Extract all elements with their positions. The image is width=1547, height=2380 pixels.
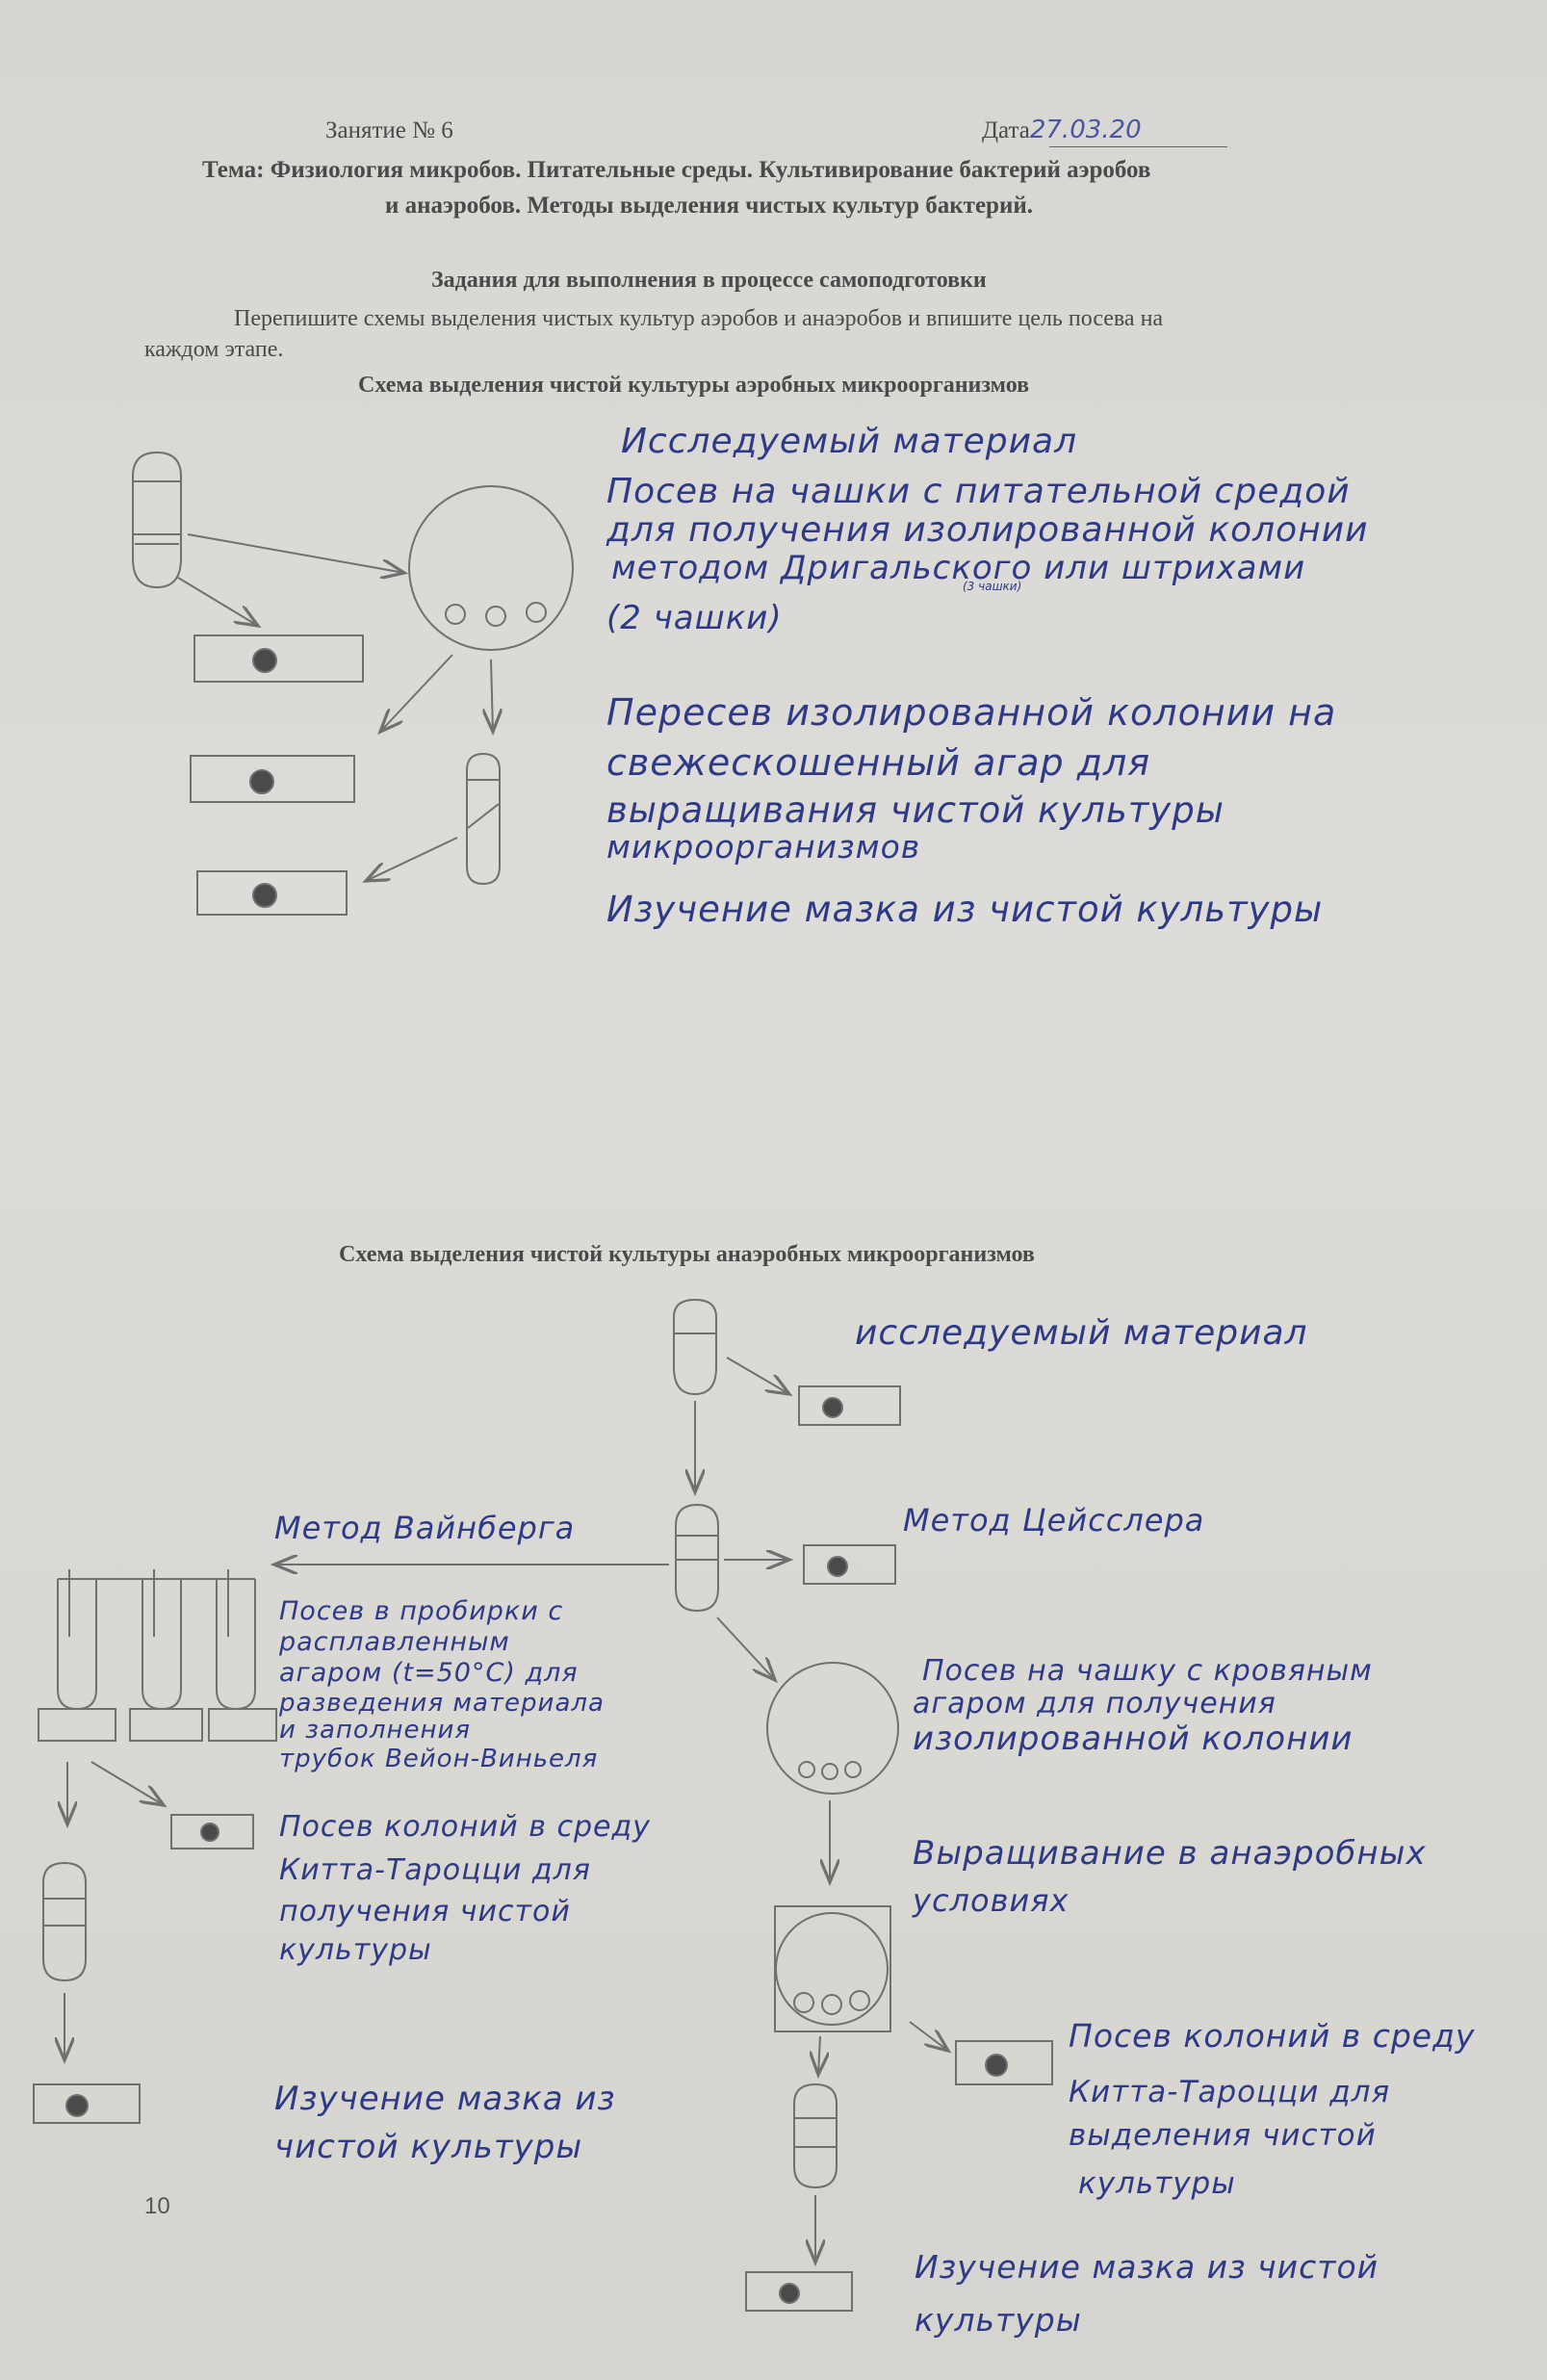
slant-agar-tube <box>466 752 501 886</box>
anaerobic-scheme-title: Схема выделения чистой культуры анаэробн… <box>339 1242 1035 1267</box>
topic-line-1: Тема: Физиология микробов. Питательные с… <box>202 157 1151 183</box>
anaerobic-note: Метод Вайнберга <box>274 1510 576 1546</box>
lesson-number: Занятие № 6 <box>325 117 453 143</box>
anaerobic-note: Посев колоний в среду <box>279 1810 651 1844</box>
anaerobic-tube <box>675 1503 719 1613</box>
instruction-line-2: каждом этапе. <box>144 337 284 362</box>
aerobic-note-small: (3 чашки) <box>963 580 1022 593</box>
aerobic-note: Изучение мазка из чистой культуры <box>606 889 1324 930</box>
arrow <box>187 533 404 573</box>
aerobic-note: Посев на чашки с питательной средой <box>606 472 1351 511</box>
microscope-slide <box>803 1544 896 1585</box>
arrow <box>90 1761 164 1805</box>
anaerobic-note: Изучение мазка из чистой <box>915 2248 1379 2286</box>
microscope-slide <box>170 1814 254 1850</box>
arrow <box>909 2021 948 2051</box>
microscope-slide <box>190 755 355 803</box>
blood-agar-plate <box>766 1662 899 1795</box>
microscope-slide <box>745 2271 853 2312</box>
arrow <box>177 577 258 626</box>
arrow <box>366 837 458 881</box>
aerobic-note: для получения изолированной колонии <box>606 510 1369 550</box>
aerobic-note: (2 чашки) <box>606 599 783 637</box>
aerobic-note: Исследуемый материал <box>621 422 1078 461</box>
anaerobic-note: культуры <box>1078 2166 1236 2201</box>
arrow <box>818 2035 820 2075</box>
anaerobic-note: Китта-Тароцци для <box>1069 2075 1391 2109</box>
anaerobic-note: получения чистой <box>279 1895 571 1928</box>
kitt-tarozzi-tube <box>793 2082 838 2189</box>
instruction-line-1: Перепишите схемы выделения чистых культу… <box>234 306 1164 331</box>
tasks-heading: Задания для выполнения в процессе самопо… <box>431 268 987 293</box>
anaerobic-note: агаром (t=50°C) для <box>279 1658 579 1688</box>
kitt-tarozzi-tube <box>42 1861 87 1982</box>
anaerobic-note: выделения чистой <box>1069 2118 1377 2153</box>
anaerobic-note: культуры <box>915 2301 1082 2339</box>
anaerobic-note: Изучение мазка из <box>274 2080 616 2118</box>
anaerobic-note: чистой культуры <box>274 2128 583 2166</box>
aerobic-sample-tube <box>132 451 182 589</box>
anaerobic-note: разведения материала <box>279 1689 605 1718</box>
microscope-slide <box>196 870 348 916</box>
microscope-slide <box>33 2083 141 2124</box>
anaerobic-note: Посев на чашку с кровяным <box>922 1654 1373 1688</box>
topic-line-2: и анаэробов. Методы выделения чистых кул… <box>385 193 1034 219</box>
anaerobic-note: исследуемый материал <box>855 1313 1308 1353</box>
weinberg-tubes <box>38 1569 277 1742</box>
anaerobic-note: Посев в пробирки с <box>279 1596 564 1626</box>
anaerostat-jar <box>774 1905 891 2032</box>
anaerobic-note: агаром для получения <box>913 1687 1276 1720</box>
date-label: Дата <box>982 117 1030 143</box>
microscope-slide <box>955 2040 1053 2085</box>
page-number: 10 <box>144 2193 170 2219</box>
arrow <box>716 1617 775 1680</box>
arrow <box>380 654 453 732</box>
anaerobic-note: Посев колоний в среду <box>1069 2017 1476 2055</box>
aerobic-petri-dish <box>408 485 574 651</box>
anaerobic-sample-tube <box>673 1298 717 1396</box>
aerobic-note: микроорганизмов <box>606 828 921 866</box>
aerobic-scheme-title: Схема выделения чистой культуры аэробных… <box>358 373 1030 398</box>
anaerobic-note: культуры <box>279 1933 432 1967</box>
date-field: Дата27.03.20 <box>982 116 1142 144</box>
date-value: 27.03.20 <box>1029 116 1142 144</box>
microscope-slide <box>193 634 364 683</box>
arrow <box>726 1357 789 1394</box>
arrow <box>491 659 493 732</box>
anaerobic-note: трубок Вейон-Виньеля <box>279 1745 599 1773</box>
anaerobic-note: условиях <box>913 1882 1070 1919</box>
aerobic-note: выращивания чистой культуры <box>606 789 1225 831</box>
anaerobic-note: расплавленным <box>279 1627 510 1657</box>
anaerobic-note: и заполнения <box>279 1716 471 1745</box>
microscope-slide <box>798 1385 901 1426</box>
date-underline <box>1049 146 1227 147</box>
aerobic-note: Пересев изолированной колонии на <box>606 691 1337 734</box>
anaerobic-note: Метод Цейсслера <box>903 1502 1205 1539</box>
aerobic-note: методом Дригальского или штрихами <box>611 549 1306 587</box>
anaerobic-note: Китта-Тароцци для <box>279 1853 591 1887</box>
anaerobic-note: изолированной колонии <box>913 1720 1354 1758</box>
anaerobic-note: Выращивание в анаэробных <box>913 1834 1427 1873</box>
aerobic-note: свежескошенный агар для <box>606 741 1151 784</box>
